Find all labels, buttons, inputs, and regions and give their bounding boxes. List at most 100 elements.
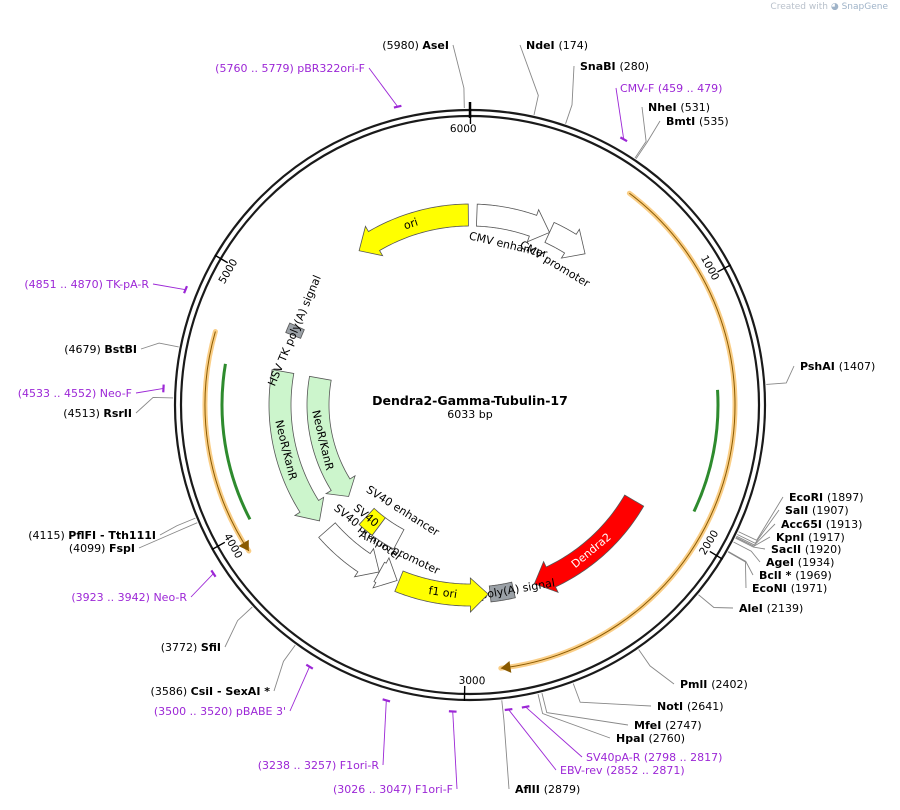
site-leader-agei-11: [733, 541, 761, 563]
feature-neor-kanr-7: [268, 369, 325, 522]
site-leader-rsrii-24: [135, 397, 174, 414]
feature-ori-9: [358, 203, 469, 257]
site-leader-pmli-15: [638, 649, 675, 685]
site-leader-ndei-1: [519, 44, 539, 116]
primer-leader-cmv-f: [615, 87, 625, 140]
orf-arrowhead-1: [238, 539, 249, 551]
primer-leader-ebv-rev: [508, 709, 557, 771]
site-leader-ecori-6: [738, 496, 784, 541]
site-leader-alei-14: [698, 594, 734, 609]
primer-leader-f1ori-r: [382, 700, 387, 766]
primer-mark-neo-r: [210, 569, 217, 578]
primer-label-pbabe-3: (3500 .. 3520) pBABE 3': [154, 705, 286, 718]
site-label-hpai-18: HpaI (2760): [616, 732, 685, 745]
site-label-sali-7: SalI (1907): [785, 504, 849, 517]
feature-sv40-ori-10: [358, 507, 386, 536]
site-label-pflfi-tth111i-22: (4115) PflFI - Tth111I: [28, 529, 156, 542]
primer-leader-tk-pa-r: [152, 283, 186, 291]
primer-mark-cmv-f: [619, 136, 628, 143]
site-label-pmli-15: PmlI (2402): [680, 678, 748, 691]
site-leader-kpni-9: [735, 536, 771, 547]
site-leader-mfei-17: [541, 693, 629, 726]
site-leader-pshai-5: [766, 365, 795, 385]
primer-label-neo-f: (4533 .. 4552) Neo-F: [18, 387, 132, 400]
primer-leader-pbabe-3: [289, 666, 310, 712]
primer-mark-pbabe-3: [305, 663, 314, 670]
orf-inner-0: [692, 389, 720, 513]
site-label-asei-0: (5980) AseI: [382, 39, 449, 52]
site-leader-aflii-19: [501, 700, 510, 790]
site-label-ecori-6: EcoRI (1897): [789, 491, 864, 504]
site-leader-acc65i-8: [736, 523, 776, 546]
site-label-sfii-20: (3772) SfiI: [161, 641, 221, 654]
primer-label-f1ori-f: (3026 .. 3047) F1ori-F: [333, 783, 453, 796]
site-label-ndei-1: NdeI (174): [526, 39, 588, 52]
feature-ampr-promoter-5: [372, 556, 398, 589]
primer-mark-ebv-rev: [504, 707, 513, 712]
feature-label-hsv-tk-poly-a-signal-8: HSV TK poly(A) signal: [265, 273, 323, 388]
feature-label-f1-ori-4: f1 ori: [428, 584, 458, 601]
orf-arc-0: [498, 190, 738, 671]
tick-label-3000: 3000: [459, 675, 486, 688]
primer-leader-neo-f: [135, 387, 164, 394]
site-label-snabi-2: SnaBI (280): [580, 60, 649, 73]
plasmid-length: 6033 bp: [447, 408, 492, 421]
site-label-bmti-4: BmtI (535): [666, 115, 729, 128]
orf-inner-1: [220, 363, 252, 521]
orf-arrowhead-0: [500, 660, 512, 673]
site-leader-bmti-4: [635, 120, 661, 159]
primer-leader-pbr322ori-f: [368, 67, 399, 107]
site-leader-asei-0: [452, 44, 465, 109]
orf-arc-1: [202, 329, 252, 554]
primer-label-sv40pa-r: SV40pA-R (2798 .. 2817): [586, 751, 722, 764]
feature-f1-ori-4: [394, 570, 489, 613]
tick-2000: [709, 550, 723, 560]
primer-mark-tk-pa-r: [183, 285, 188, 294]
primer-leader-f1ori-f: [452, 711, 458, 790]
credit-text: Created with: [770, 2, 828, 12]
site-leader-csii-sexai-21: [273, 644, 296, 692]
plasmid-name: Dendra2-Gamma-Tubulin-17: [372, 393, 568, 408]
site-label-agei-11: AgeI (1934): [766, 556, 834, 569]
site-label-alei-14: AleI (2139): [739, 602, 803, 615]
site-label-nhei-3: NheI (531): [648, 101, 710, 114]
primer-label-f1ori-r: (3238 .. 3257) F1ori-R: [258, 759, 380, 772]
site-leader-nhei-3: [634, 106, 647, 159]
site-leader-bcli-12: [728, 551, 754, 576]
primer-label-ebv-rev: EBV-rev (2852 .. 2871): [560, 764, 685, 777]
tick-4000: [211, 541, 226, 551]
feature-neor-kanr-12: [306, 375, 356, 497]
site-leader-noti-16: [572, 683, 652, 707]
site-leader-bstbi-25: [140, 342, 179, 350]
site-layer: (5980) AseI NdeI (174) SnaBI (280) NheI (53…: [28, 39, 875, 796]
site-leader-sali-7: [737, 509, 780, 544]
site-label-pshai-5: PshAI (1407): [800, 360, 875, 373]
snapgene-credit: Created with ◕ SnapGene: [770, 2, 888, 12]
site-leader-sacii-10: [735, 537, 766, 550]
orf-line-0: [500, 192, 736, 669]
site-label-bstbi-25: (4679) BstBI: [64, 343, 137, 356]
site-label-fspi-23: (4099) FspI: [69, 542, 135, 555]
feature-sv40-enhancer-11: [371, 517, 405, 550]
site-leader-sfii-20: [224, 606, 253, 648]
orf-line-1: [204, 331, 250, 552]
site-label-econi-13: EcoNI (1971): [752, 582, 827, 595]
primer-mark-pbr322ori-f: [393, 104, 402, 109]
site-label-csii-sexai-21: (3586) CsiI - SexAI *: [151, 685, 271, 698]
tick-5000: [214, 254, 229, 264]
primer-label-cmv-f: CMV-F (459 .. 479): [620, 82, 722, 95]
feature-sv40-poly-a-signal-3: [488, 581, 516, 603]
primer-mark-sv40pa-r: [521, 705, 530, 709]
primer-leader-sv40pa-r: [525, 706, 583, 758]
feature-label-ori-9: ori: [402, 216, 420, 233]
site-label-sacii-10: SacII (1920): [771, 543, 841, 556]
site-label-mfei-17: MfeI (2747): [634, 719, 702, 732]
site-label-acc65i-8: Acc65I (1913): [781, 518, 862, 531]
site-label-kpni-9: KpnI (1917): [776, 531, 845, 544]
snapgene-logo-icon: ◕: [830, 2, 839, 12]
site-label-bcli-12: BclI * (1969): [759, 569, 832, 582]
credit-brand: SnapGene: [841, 2, 888, 12]
site-leader-hpai-18: [537, 693, 611, 739]
